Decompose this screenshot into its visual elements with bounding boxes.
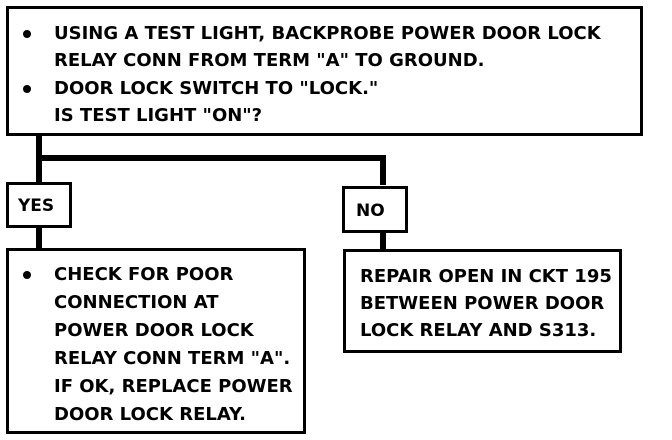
connector-to-no	[380, 155, 386, 185]
bullet-2	[23, 85, 31, 93]
step-2-line-1: DOOR LOCK SWITCH TO "LOCK."	[54, 78, 379, 99]
yes-label: YES	[18, 196, 55, 216]
no-result-box: REPAIR OPEN IN CKT 195 BETWEEN POWER DOO…	[343, 249, 622, 353]
decision-box: USING A TEST LIGHT, BACKPROBE POWER DOOR…	[6, 6, 643, 136]
question-text: IS TEST LIGHT "ON"?	[54, 105, 263, 126]
bullet-1	[23, 30, 31, 38]
bullet-3	[23, 271, 31, 279]
yes-label-box: YES	[6, 182, 72, 228]
step-1-line-1: USING A TEST LIGHT, BACKPROBE POWER DOOR…	[54, 23, 601, 44]
yes-result-box: CHECK FOR POOR CONNECTION AT POWER DOOR …	[6, 248, 306, 434]
yes-line-3: POWER DOOR LOCK	[54, 320, 254, 341]
step-1-line-2: RELAY CONN FROM TERM "A" TO GROUND.	[54, 50, 485, 71]
no-label-box: NO	[342, 186, 408, 233]
no-line-1: REPAIR OPEN IN CKT 195	[360, 266, 612, 287]
connector-horizontal-split	[36, 155, 386, 161]
connector-yes-to-box	[36, 226, 42, 250]
connector-no-to-box	[380, 231, 386, 251]
yes-line-1: CHECK FOR POOR	[54, 264, 234, 285]
yes-line-5: IF OK, REPLACE POWER	[54, 376, 293, 397]
yes-line-2: CONNECTION AT	[54, 292, 219, 313]
yes-line-4: RELAY CONN TERM "A".	[54, 348, 291, 369]
no-line-3: LOCK RELAY AND S313.	[360, 320, 597, 341]
no-line-2: BETWEEN POWER DOOR	[360, 293, 605, 314]
no-label: NO	[356, 201, 385, 221]
yes-line-6: DOOR LOCK RELAY.	[54, 404, 246, 425]
